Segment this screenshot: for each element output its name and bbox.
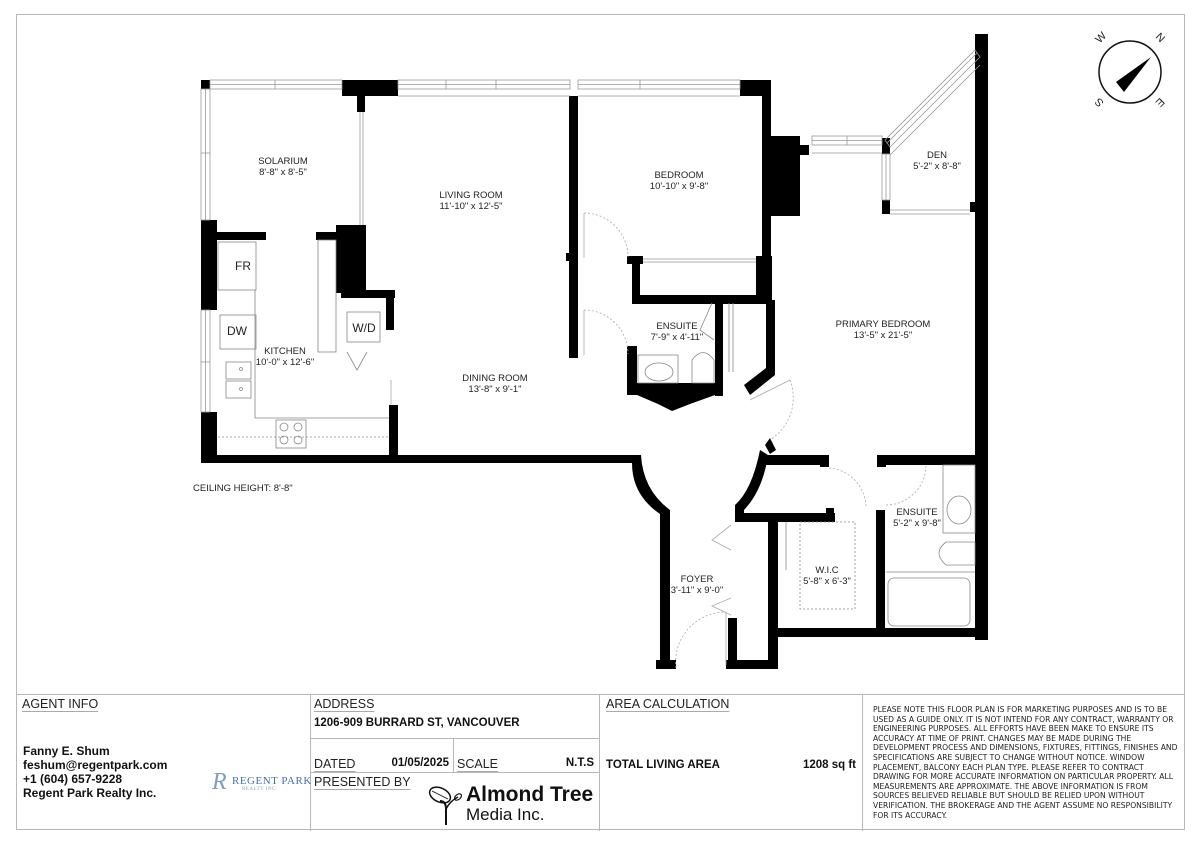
room-dims: 5'-2" x 8'-8" [913,161,961,172]
agent-name: Fanny E. Shum [23,744,110,758]
room-wic: W.I.C 5'-8" x 6'-3" [803,565,851,587]
dishwasher-label: DW [227,324,247,338]
bath-fixtures [637,302,976,627]
logo-line-2: Media Inc. [466,805,545,824]
compass: W N E S [1088,30,1172,114]
scale-value: N.T.S [565,757,594,769]
room-name: LIVING ROOM [439,190,503,201]
page-frame [16,14,1185,830]
agent-phone[interactable]: +1 (604) 657-9228 [23,772,123,786]
room-name: DINING ROOM [462,373,528,384]
address-value: 1206-909 BURRARD ST, VANCOUVER [314,717,520,729]
kitchen-fixtures [217,239,389,449]
regent-park-logo: R REGENT PARK REALTY INC. [212,769,312,795]
dated-label: DATED [314,757,356,771]
dated-section: DATED 01/05/2025 [314,757,449,771]
agent-info: AGENT INFO Fanny E. Shum feshum@regentpa… [22,697,312,827]
room-dims: 3'-11" x 9'-0" [670,585,724,596]
agent-company: Regent Park Realty Inc. [23,786,157,800]
room-ensuite-primary: ENSUITE 5'-2" x 9'-8" [893,507,941,529]
room-den: DEN 5'-2" x 8'-8" [913,150,961,172]
room-dims: 10'-0" x 12'-6" [255,357,315,368]
ceiling-height: CEILING HEIGHT: 8'-8" [193,483,293,494]
room-name: ENSUITE [656,321,698,332]
walls [201,34,988,669]
room-living: LIVING ROOM 11'-10" x 12'-5" [439,190,502,212]
compass-icon [1098,40,1162,104]
almond-leaf-icon [428,786,463,825]
disclaimer: PLEASE NOTE THIS FLOOR PLAN IS FOR MARKE… [873,705,1178,820]
address-header: ADDRESS [314,697,375,711]
room-solarium: SOLARIUM 8'-8" x 8'-5" [258,156,308,178]
doors [390,212,927,669]
room-name: W.I.C [815,565,839,576]
room-dims: 13'-5" x 21'-5" [853,330,913,341]
agent-email[interactable]: feshum@regentpark.com [23,758,168,772]
room-bedroom: BEDROOM 10'-10" x 9'-8" [650,170,708,192]
room-ensuite: ENSUITE 7'-9" x 4'-11" [651,321,703,343]
total-area-label: TOTAL LIVING AREA [606,759,720,771]
room-foyer: FOYER 3'-11" x 9'-0" [671,574,723,596]
total-area-row: TOTAL LIVING AREA 1208 sq ft [606,759,856,771]
washer-dryer-label: W/D [352,321,376,335]
room-dims: 5'-8" x 6'-3" [803,576,851,587]
presented-by-section: PRESENTED BY [314,775,411,789]
room-name: SOLARIUM [258,156,308,167]
dated-value: 01/05/2025 [391,757,449,769]
room-dims: 13'-8" x 9'-1" [468,384,522,395]
title-block: AGENT INFO Fanny E. Shum feshum@regentpa… [16,694,1185,831]
room-primary-bedroom: PRIMARY BEDROOM 13'-5" x 21'-5" [836,319,931,341]
presented-by-label: PRESENTED BY [314,775,411,789]
room-kitchen: KITCHEN 10'-0" x 12'-6" [256,346,314,368]
address-section: ADDRESS 1206-909 BURRARD ST, VANCOUVER [314,697,594,729]
room-dining: DINING ROOM 13'-8" x 9'-1" [462,373,527,395]
room-name: BEDROOM [654,170,704,181]
area-header: AREA CALCULATION [606,697,730,711]
room-name: PRIMARY BEDROOM [835,319,931,330]
room-dims: 11'-10" x 12'-5" [439,201,503,212]
scale-label: SCALE [457,757,498,771]
room-dims: 8'-8" x 8'-5" [259,167,307,178]
scale-section: SCALE N.T.S [457,757,594,771]
room-name: ENSUITE [896,507,938,518]
total-area-value: 1208 sq ft [802,759,856,771]
windows [200,49,981,413]
room-name: KITCHEN [264,346,306,357]
room-dims: 7'-9" x 4'-11" [650,332,704,343]
room-dims: 5'-2" x 9'-8" [893,518,941,529]
area-section: AREA CALCULATION [606,697,856,711]
almond-tree-logo: Almond Tree Media Inc. [426,781,606,829]
room-name: FOYER [680,574,714,585]
room-name: DEN [926,150,948,161]
agent-info-header: AGENT INFO [22,697,99,711]
room-dims: 10'-10" x 9'-8" [649,181,709,192]
logo-line-1: Almond Tree [466,783,594,806]
fridge-label: FR [235,259,251,273]
